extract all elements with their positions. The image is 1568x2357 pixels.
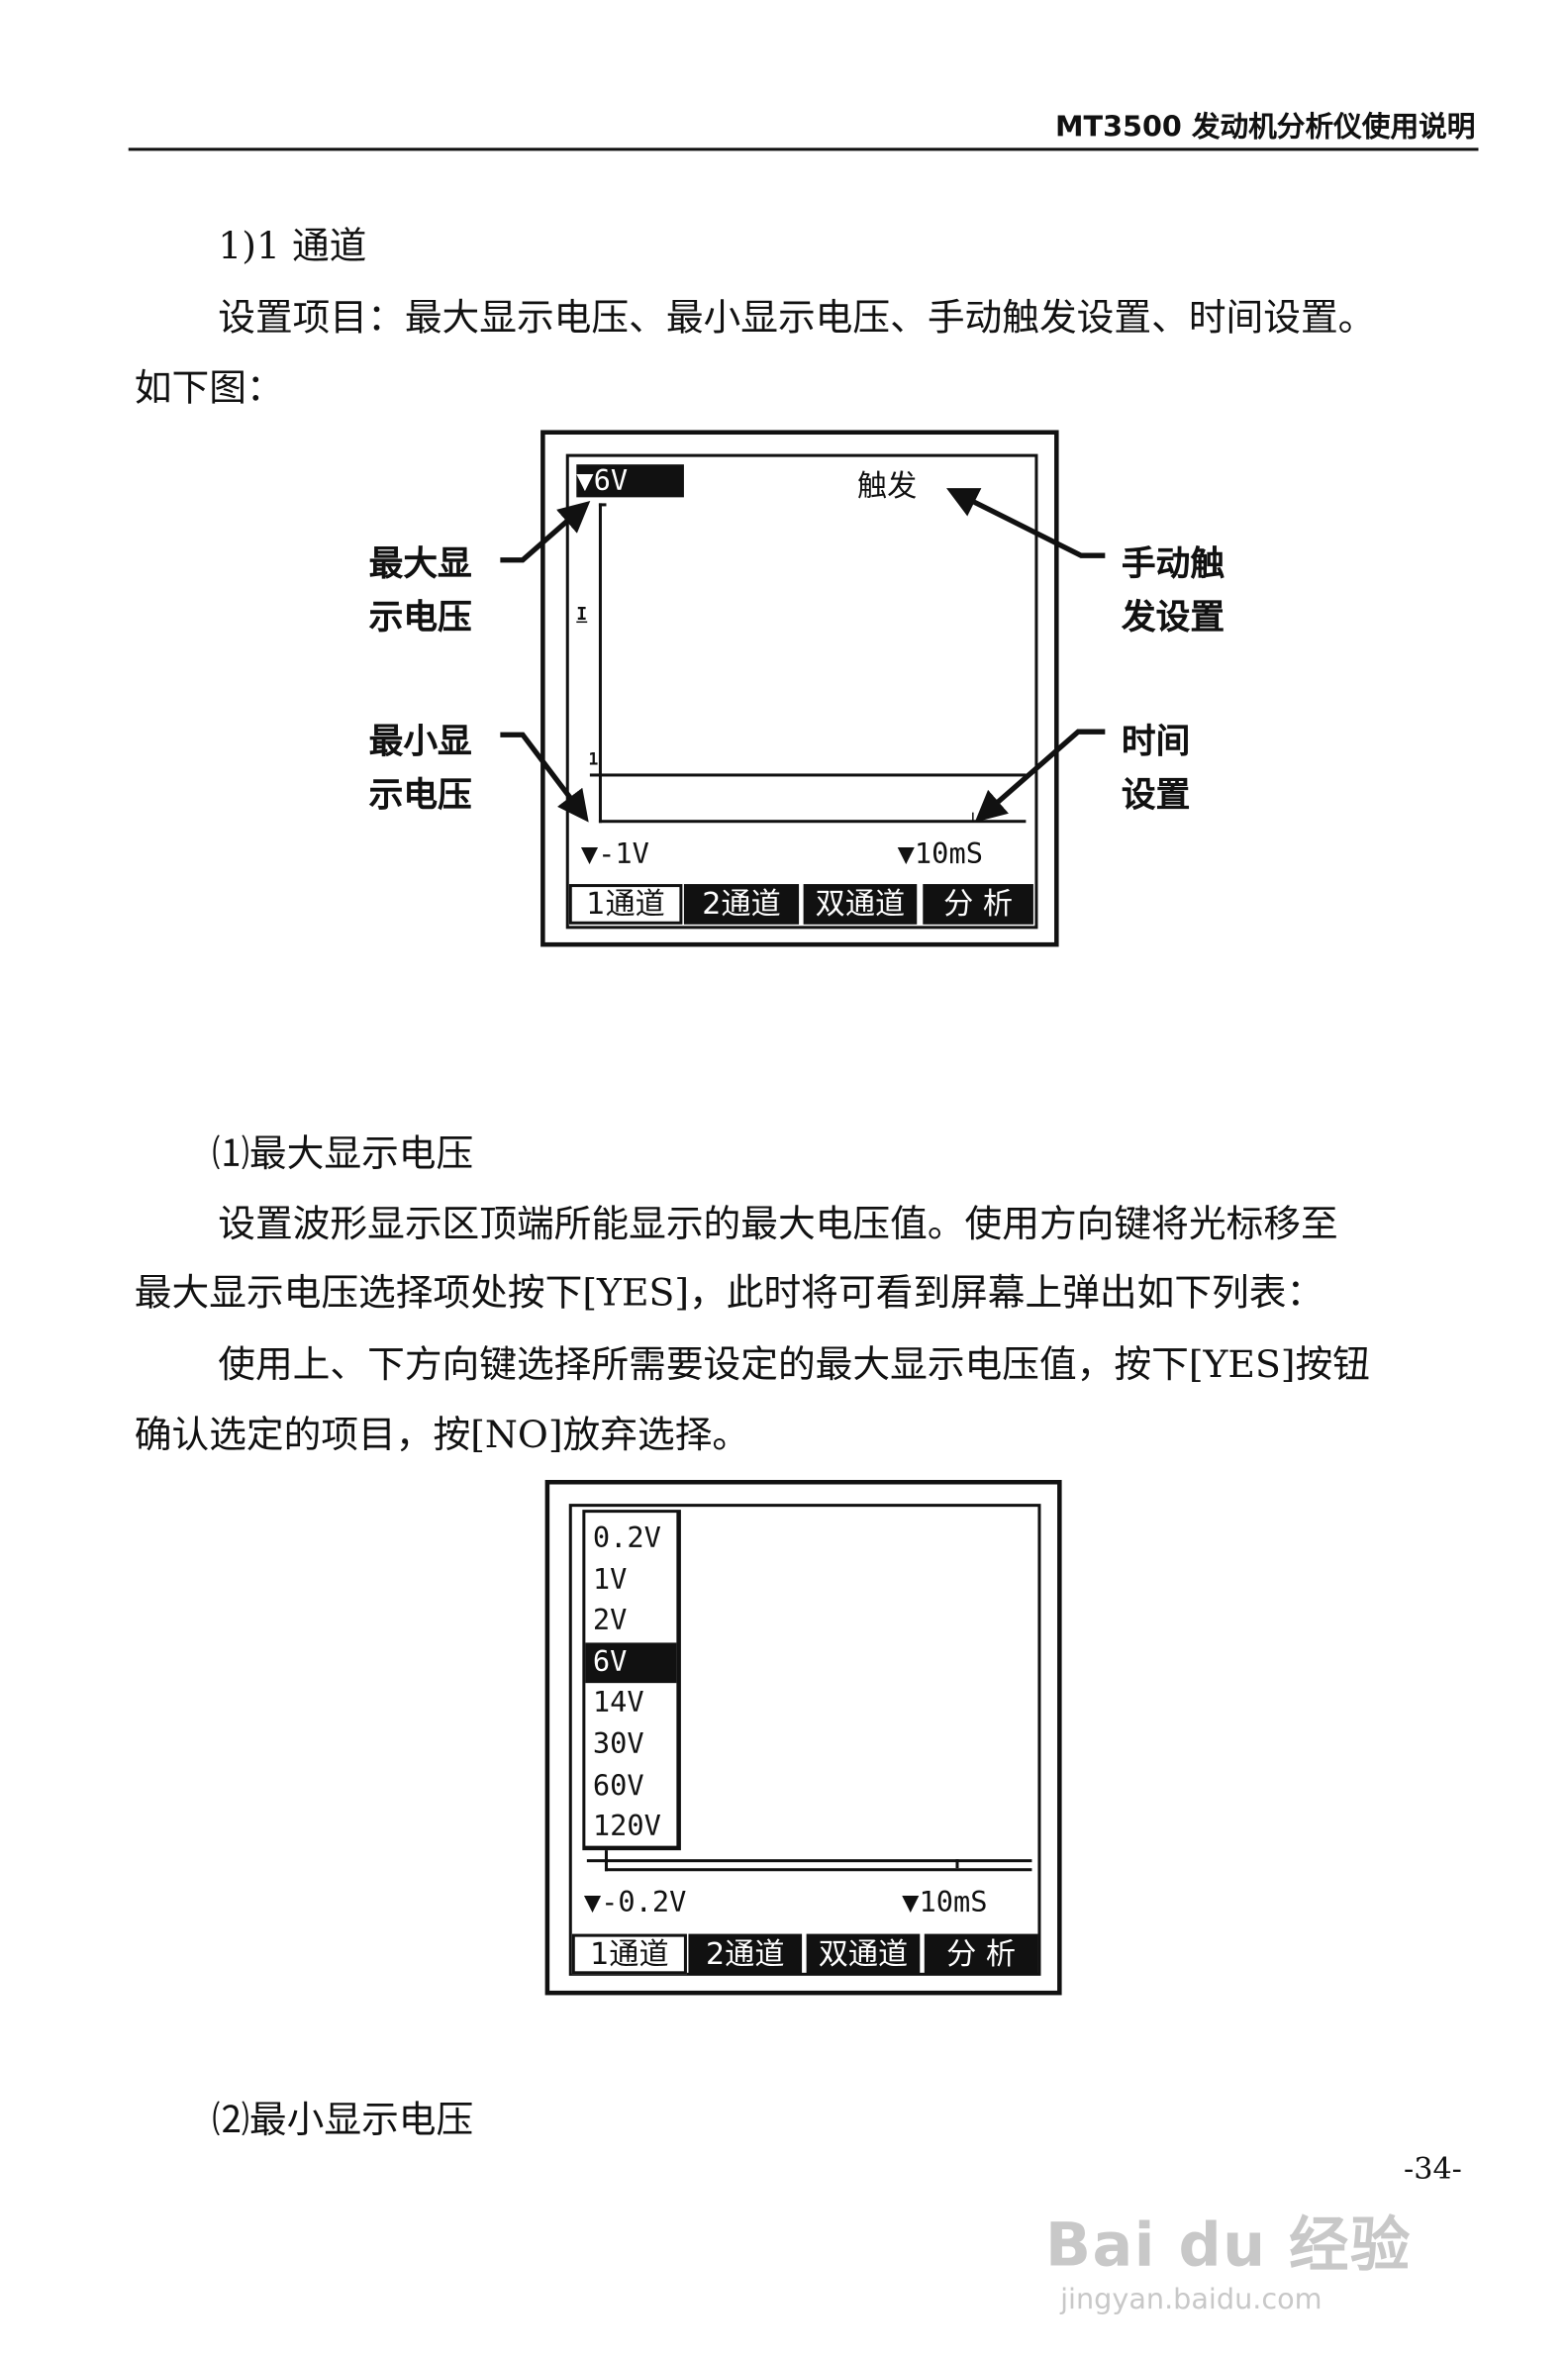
callout-line: 最小显 (368, 723, 472, 762)
section-heading: 1)1 通道 (218, 224, 367, 268)
dropdown-triangle-icon: ▼ (897, 837, 915, 871)
tab-channel-2[interactable]: 2通道 (688, 1933, 803, 1975)
tab-channel-2[interactable]: 2通道 (683, 884, 800, 925)
dropdown-triangle-icon: ▼ (902, 1886, 920, 1919)
device-screen-figure-1: ▼6V 触发 I 1 ▼-1V ▼10mS 1通道 2通道 双通道 分 析 (540, 430, 1059, 947)
option-60v[interactable]: 60V (592, 1768, 644, 1803)
section-heading: ⑴最大显示电压 (212, 1131, 474, 1176)
callout-min-voltage: 最小显示电压 (369, 716, 472, 824)
page-number: -34- (1404, 2150, 1462, 2187)
callout-max-voltage: 最大显示电压 (369, 538, 472, 645)
min-voltage-selector[interactable]: ▼-1V (581, 837, 649, 870)
trace-line (586, 1859, 1032, 1863)
trigger-level-marker: I (576, 603, 588, 625)
lcd-screen: ▼6V 触发 I 1 ▼-1V ▼10mS 1通道 2通道 双通道 分 析 (565, 453, 1038, 930)
option-120v[interactable]: 120V (592, 1810, 661, 1843)
option-14v[interactable]: 14V (592, 1686, 644, 1719)
watermark-url: jingyan.baidu.com (1060, 2283, 1323, 2316)
arrow-trigger-icon (946, 488, 1106, 558)
option-30v[interactable]: 30V (592, 1727, 644, 1761)
trigger-button[interactable]: 触发 (856, 467, 918, 504)
time-value: 10mS (914, 837, 983, 871)
min-voltage-selector[interactable]: ▼-0.2V (584, 1886, 687, 1918)
watermark-logo: Bai du 经验 (1044, 2211, 1412, 2281)
arrow-min-voltage-icon (500, 732, 589, 823)
y-axis-top-tick (598, 503, 607, 507)
max-voltage-value: 6V (593, 464, 629, 498)
callout-line: 时间 (1121, 723, 1191, 762)
paragraph-line: 最大显示电压选择项处按下[YES]，此时将可看到屏幕上弹出如下列表： (134, 1270, 1324, 1315)
arrow-max-voltage-icon (500, 500, 591, 563)
callout-line: 手动触 (1121, 544, 1225, 584)
paragraph-line: 如下图： (134, 365, 284, 410)
min-voltage-value: -0.2V (601, 1886, 687, 1919)
option-1v[interactable]: 1V (592, 1562, 628, 1597)
time-tick (972, 812, 974, 822)
dropdown-triangle-icon: ▼ (583, 1886, 602, 1919)
paragraph-line: 设置波形显示区顶端所能显示的最大电压值。使用方向键将光标移至 (218, 1202, 1338, 1246)
option-6v-selected[interactable]: 6V (585, 1642, 677, 1684)
option-2v[interactable]: 2V (592, 1604, 628, 1637)
section-heading: ⑵最小显示电压 (212, 2098, 474, 2142)
paragraph-line: 确认选定的项目，按[NO]放弃选择。 (134, 1413, 750, 1456)
tab-bar: 1通道 2通道 双通道 分 析 (571, 1933, 1038, 1976)
time-selector[interactable]: ▼10mS (898, 837, 983, 870)
time-selector[interactable]: ▼10mS (902, 1886, 987, 1918)
y-axis (598, 503, 602, 824)
dropdown-triangle-icon: ▼ (580, 837, 599, 871)
time-tick (955, 1859, 959, 1869)
trace-line (589, 773, 1027, 777)
callout-line: 示电压 (368, 598, 472, 638)
time-value: 10mS (919, 1886, 988, 1919)
callout-line: 示电压 (368, 776, 472, 816)
tab-dual-channel[interactable]: 双通道 (803, 884, 918, 925)
option-0.2v[interactable]: 0.2V (592, 1522, 661, 1555)
x-axis (604, 1868, 1032, 1872)
baidu-watermark: Bai du 经验 jingyan.baidu.com (1045, 2210, 1478, 2352)
paragraph-line: 使用上、下方向键选择所需要设定的最大显示电压值，按下[YES]按钮 (218, 1342, 1370, 1386)
callout-line: 发设置 (1121, 598, 1225, 638)
device-screen-figure-2: 0.2V 1V 2V 6V 14V 30V 60V 120V ▼-0.2V ▼1… (544, 1479, 1062, 1996)
x-axis (598, 820, 1027, 824)
channel-marker: 1 (588, 749, 599, 769)
max-voltage-selector[interactable]: ▼6V (576, 464, 684, 498)
tab-bar: 1通道 2通道 双通道 分 析 (568, 884, 1035, 926)
tab-channel-1[interactable]: 1通道 (568, 884, 683, 925)
arrow-time-icon (974, 729, 1106, 823)
min-voltage-value: -1V (598, 837, 649, 871)
callout-line: 设置 (1121, 776, 1191, 816)
header-title: MT3500 发动机分析仪使用说明 (1054, 110, 1476, 144)
lcd-screen: 0.2V 1V 2V 6V 14V 30V 60V 120V ▼-0.2V ▼1… (568, 1504, 1041, 1976)
max-voltage-dropdown-list[interactable]: 0.2V 1V 2V 6V 14V 30V 60V 120V (582, 1510, 681, 1851)
tab-analysis[interactable]: 分 析 (923, 884, 1033, 925)
tab-dual-channel[interactable]: 双通道 (806, 1933, 921, 1975)
dropdown-triangle-icon: ▼ (576, 464, 594, 498)
tab-channel-1[interactable]: 1通道 (571, 1933, 687, 1975)
callout-line: 最大显 (368, 544, 472, 584)
tab-analysis[interactable]: 分 析 (924, 1933, 1038, 1975)
callout-time: 时间设置 (1122, 716, 1190, 824)
paragraph-line: 设置项目：最大显示电压、最小显示电压、手动触发设置、时间设置。 (218, 295, 1376, 340)
callout-manual-trigger: 手动触发设置 (1122, 538, 1225, 645)
y-axis (604, 1850, 608, 1872)
header-rule (128, 147, 1479, 151)
